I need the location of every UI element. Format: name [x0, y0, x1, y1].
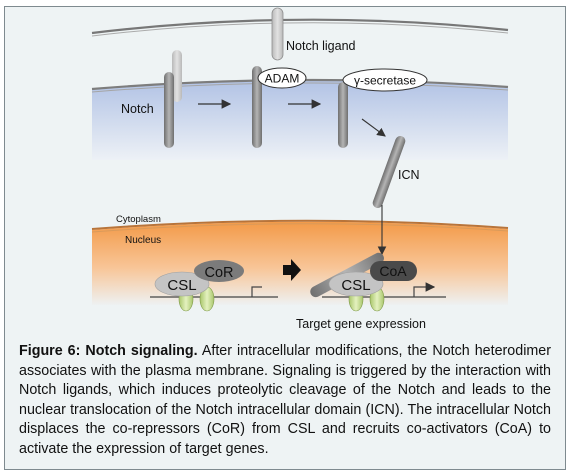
figure-caption: Figure 6: Notch signaling. After intrace…: [19, 342, 551, 460]
gamma-secretase-enzyme: [342, 68, 428, 92]
notch-receptor: [164, 72, 174, 148]
ligand-cell-membrane: [91, 18, 509, 35]
notch-label: Notch: [121, 102, 154, 116]
target-gene-expression-label: Target gene expression: [296, 317, 426, 331]
cor-label: CoR: [204, 265, 233, 281]
nuclear-membrane: [91, 219, 509, 230]
notch-ligand-label: Notch ligand: [286, 39, 356, 53]
coa-label: CoA: [379, 263, 407, 279]
caption-title: Figure 6: Notch signaling.: [19, 343, 198, 359]
cor-protein: [194, 260, 244, 282]
icn-label: ICN: [398, 168, 420, 182]
transition-arrow: [283, 259, 301, 281]
icn-fragment: [372, 135, 406, 209]
nucleus-label: Nucleus: [125, 235, 161, 246]
coa-protein: [370, 261, 417, 281]
gamma-secretase-label: γ-secretase: [354, 74, 416, 88]
notch-receptor-secretase: [338, 82, 348, 148]
arrow-to-icn: [361, 118, 386, 137]
caption-body: After intracellular modifications, the N…: [19, 343, 552, 457]
csl-label-left: CSL: [167, 277, 196, 294]
promoter-active-arrow: [413, 282, 436, 297]
plasma-membrane-region: [92, 80, 508, 160]
csl-protein-left: [154, 271, 210, 297]
cytoplasm-label: Cytoplasm: [116, 214, 161, 225]
adam-label: ADAM: [265, 72, 300, 86]
notch-extracellular-light: [172, 50, 182, 102]
notch-ligand-bar: [271, 7, 284, 61]
csl-protein-right: [328, 271, 384, 297]
notch-signaling-diagram: Notch ligand Notch ADAM γ-secretase ICN …: [91, 7, 509, 331]
adam-enzyme: [257, 67, 307, 89]
promoter-repressed: [251, 286, 262, 297]
csl-label-right: CSL: [341, 277, 370, 294]
notch-receptor-adam: [252, 66, 262, 148]
